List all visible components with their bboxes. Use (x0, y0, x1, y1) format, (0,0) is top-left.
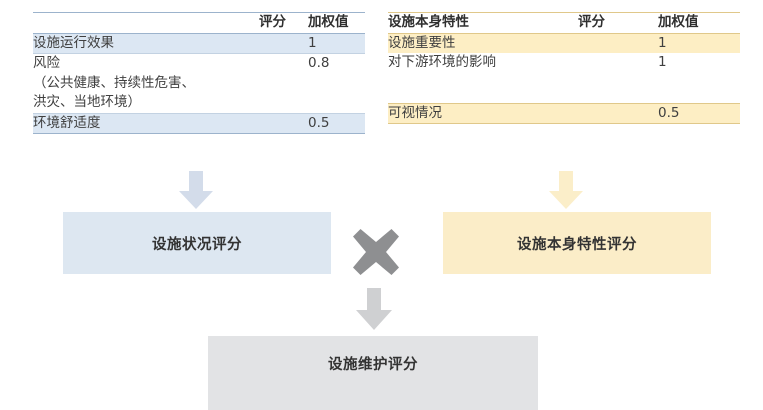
arrow-down-blue-icon (176, 171, 216, 211)
table-row: 设施运行效果 1 (33, 33, 365, 54)
facility-condition-score-box: 设施状况评分 (63, 212, 331, 274)
right-row-2-weight (650, 73, 740, 104)
table-row: 可视情况 0.5 (388, 102, 740, 125)
table-row: 设施重要性 1 (388, 32, 740, 54)
left-row-1-criterion: 风险 （公共健康、持续性危害、 洪灾、当地环境） (33, 55, 195, 111)
facility-intrinsic-score-box: 设施本身特性评分 (443, 212, 711, 274)
left-row-2-score (238, 113, 300, 134)
table-header-row: 评分 加权值 (33, 12, 365, 34)
facility-condition-criteria-table: 评分 加权值 设施运行效果 1 风险 （公共健康、持续性危害、 洪灾、当地环境）… (33, 12, 365, 134)
left-row-1-weight: 0.8 (308, 55, 330, 72)
right-row-3-score (578, 102, 650, 125)
right-row-2-score (578, 73, 650, 104)
table-row (388, 73, 740, 104)
left-row-2-criterion: 环境舒适度 (33, 114, 101, 131)
right-row-0-weight: 1 (650, 32, 740, 54)
facility-condition-score-label: 设施状况评分 (152, 236, 242, 253)
table-row: 对下游环境的影响 1 (388, 53, 740, 73)
arrow-down-gray-icon (352, 288, 396, 332)
left-header-blank (33, 12, 238, 34)
arrow-down-yellow-icon (546, 171, 586, 211)
right-header-criterion: 设施本身特性 (388, 12, 578, 34)
right-row-1-criterion: 对下游环境的影响 (388, 54, 496, 71)
left-row-1-score (238, 54, 300, 114)
left-row-0-criterion: 设施运行效果 (33, 34, 114, 51)
right-row-2-criterion (388, 73, 578, 104)
facility-intrinsic-score-label: 设施本身特性评分 (517, 236, 637, 253)
table-row: 环境舒适度 0.5 (33, 113, 365, 134)
facility-maintenance-score-box: 设施维护评分 (208, 336, 538, 410)
right-row-3-criterion: 可视情况 (388, 102, 578, 125)
facility-maintenance-score-label: 设施维护评分 (328, 356, 418, 373)
multiply-operator-icon (350, 226, 402, 278)
left-header-score: 评分 (238, 12, 300, 34)
right-row-1-score (578, 53, 650, 73)
right-row-3-weight: 0.5 (650, 102, 740, 125)
table-row: 风险 （公共健康、持续性危害、 洪灾、当地环境） 0.8 (33, 53, 365, 114)
right-header-score: 评分 (578, 12, 650, 34)
right-row-1-weight: 1 (658, 54, 667, 71)
left-row-0-weight: 1 (308, 34, 317, 51)
facility-intrinsic-criteria-table: 设施本身特性 评分 加权值 设施重要性 1 对下游环境的影响 1 可视情况 (388, 12, 740, 125)
left-row-0-score (238, 33, 300, 54)
right-header-weight: 加权值 (650, 12, 740, 34)
table-header-row: 设施本身特性 评分 加权值 (388, 12, 740, 34)
left-row-2-weight: 0.5 (308, 114, 330, 131)
right-row-0-criterion: 设施重要性 (388, 32, 578, 54)
left-header-weight: 加权值 (300, 12, 365, 34)
right-row-0-score (578, 32, 650, 54)
